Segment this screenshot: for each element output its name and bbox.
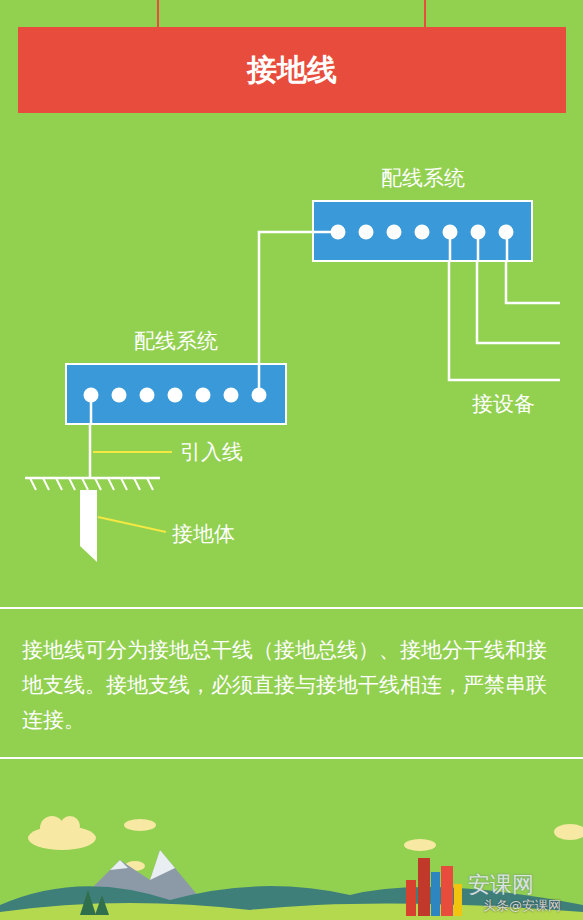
ground-rod-label: 接地体	[172, 520, 235, 548]
hatch-stroke	[95, 478, 101, 490]
hatch-stroke	[43, 478, 49, 490]
hatch-stroke	[82, 478, 88, 490]
hatch-stroke	[56, 478, 62, 490]
separator	[0, 607, 583, 609]
hatch-stroke	[108, 478, 114, 490]
watermark: 安课网	[468, 870, 534, 900]
terminal-dot	[196, 388, 211, 403]
hatch-stroke	[134, 478, 140, 490]
leader-line	[93, 451, 172, 453]
terminal-dot	[140, 388, 155, 403]
terminal-dot	[84, 388, 99, 403]
title-banner: 接地线	[18, 27, 566, 113]
terminal-dot	[443, 225, 458, 240]
ground-hatching	[30, 478, 153, 490]
hatch-stroke	[69, 478, 75, 490]
scenery	[0, 816, 583, 920]
hatch-stroke	[147, 478, 153, 490]
device-label: 接设备	[472, 390, 535, 418]
terminal-strip	[65, 363, 287, 425]
wiring-box: 配线系统	[312, 200, 533, 262]
leader-line	[98, 517, 166, 532]
watermark: 头条@安课网	[483, 897, 561, 915]
terminal-dot	[252, 388, 267, 403]
terminal-dot	[331, 225, 346, 240]
terminal-dot	[224, 388, 239, 403]
terminal-dot	[415, 225, 430, 240]
terminal-dot	[499, 225, 514, 240]
terminal-dot	[387, 225, 402, 240]
box-heading: 配线系统	[134, 327, 218, 355]
note-text: 接地线可分为接地总干线（接地总线）、接地分干线和接地支线。接地支线，必须直接与接…	[22, 633, 567, 738]
terminal-dot	[471, 225, 486, 240]
title-text: 接地线	[247, 50, 337, 91]
terminal-strip	[312, 200, 533, 262]
separator	[0, 757, 583, 759]
grounding-rod	[80, 490, 97, 562]
wiring-box: 配线系统	[65, 363, 287, 425]
lead-in-label: 引入线	[180, 438, 243, 466]
wires	[25, 262, 560, 478]
terminal-dot	[112, 388, 127, 403]
terminal-dot	[359, 225, 374, 240]
hatch-stroke	[30, 478, 36, 490]
hatch-stroke	[121, 478, 127, 490]
connector-wire	[259, 232, 312, 363]
box-heading: 配线系统	[381, 164, 465, 192]
terminal-dot	[168, 388, 183, 403]
